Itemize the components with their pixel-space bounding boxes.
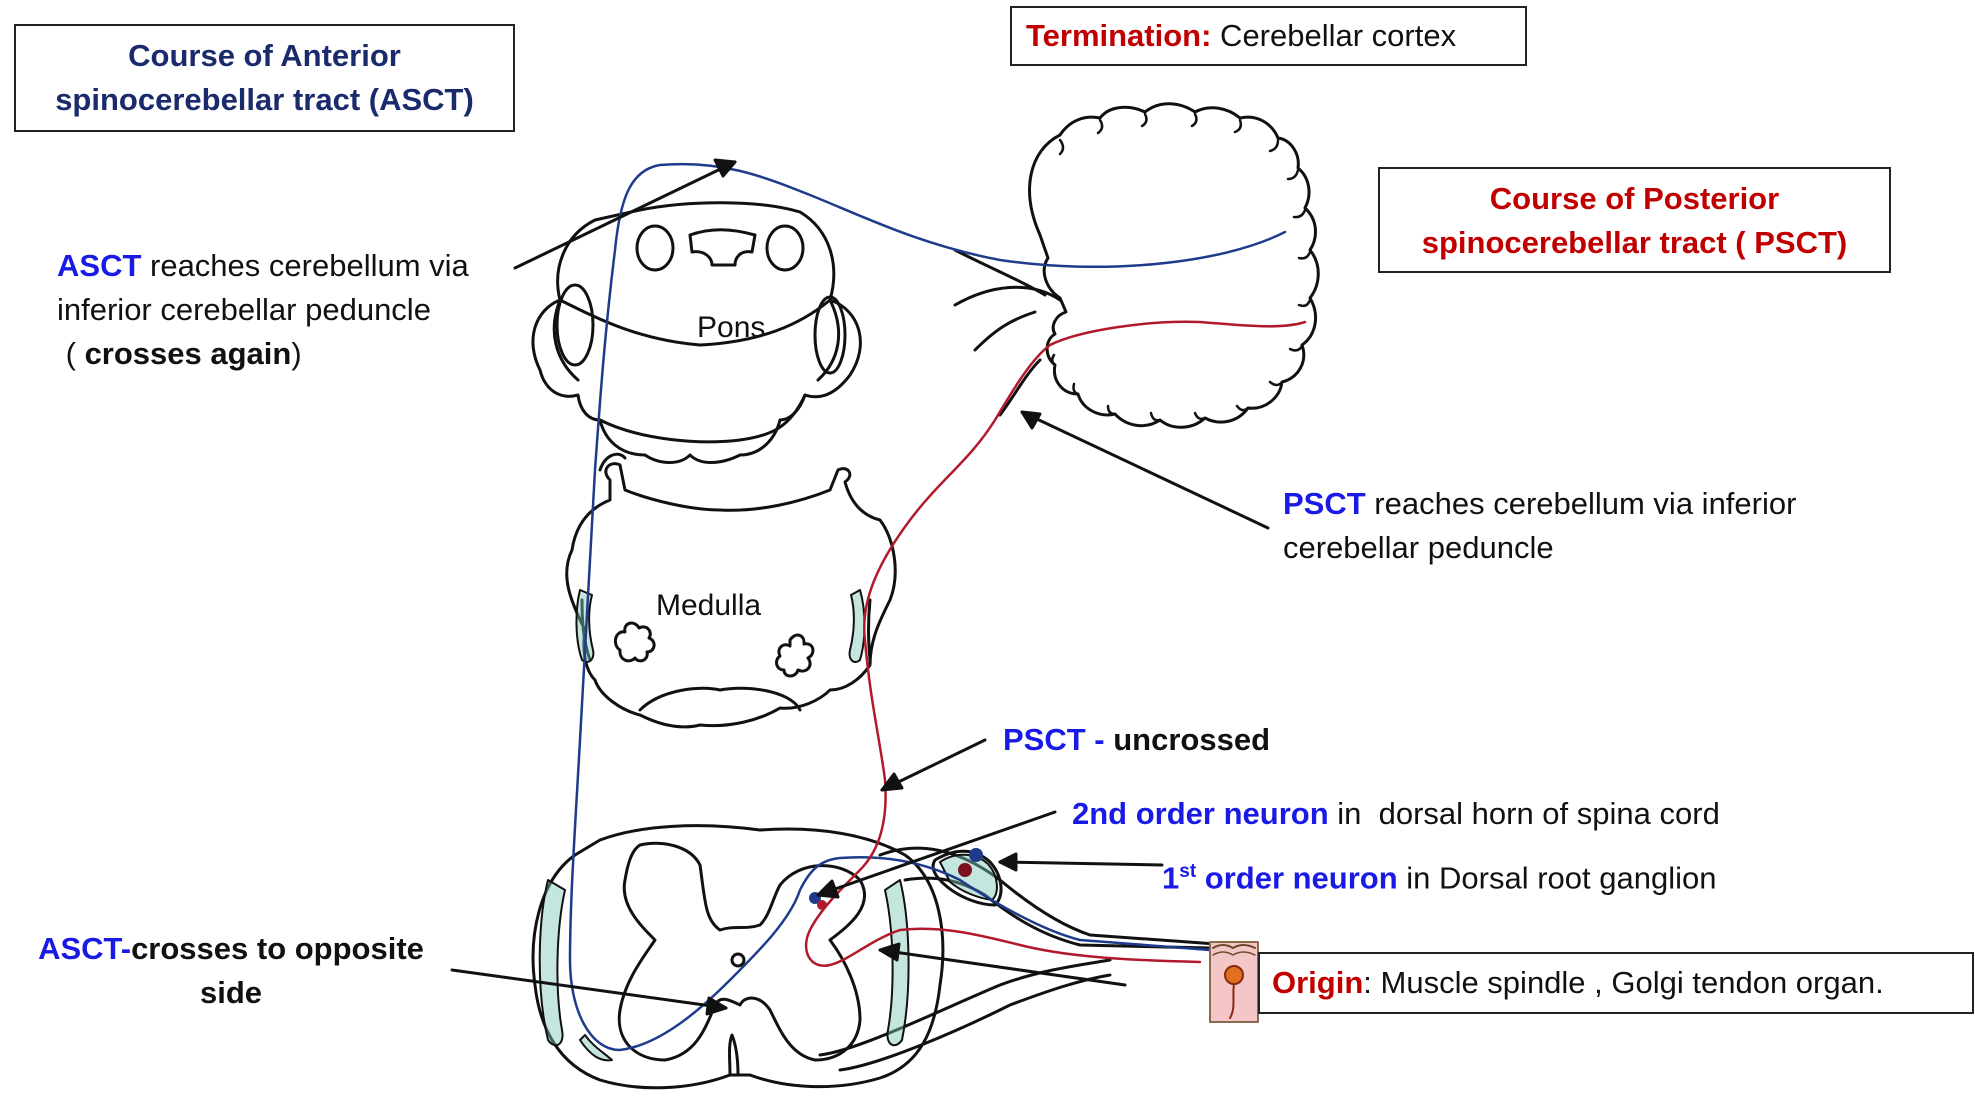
medulla-label: Medulla <box>656 589 762 622</box>
second-order-annotation: 2nd order neuron in dorsal horn of spina… <box>1072 792 1720 836</box>
asct-crosses-annotation: ASCT-crosses to opposite side <box>31 927 431 1015</box>
cerebellum <box>1028 102 1320 429</box>
asct-crosses-again: crosses again <box>84 336 292 371</box>
asct-reaches-annotation: ASCT reaches cerebellum via inferior cer… <box>57 244 469 376</box>
first-order-annotation: 1st order neuron in Dorsal root ganglion <box>1162 850 1716 900</box>
termination-box: Termination: Cerebellar cortex <box>1010 6 1527 66</box>
origin-box: Origin: Muscle spindle , Golgi tendon or… <box>1258 952 1974 1014</box>
pons-label: Pons <box>697 311 766 344</box>
asct-crosses-line1: crosses to opposite <box>131 931 424 966</box>
asct-reaches-open: ( <box>57 336 85 371</box>
asct-tract-line <box>568 162 1287 1052</box>
second-order-highlight: 2nd order neuron <box>1072 796 1329 831</box>
pons <box>531 201 862 464</box>
origin-key: Origin <box>1272 965 1364 1000</box>
asct-crosses-abbr: ASCT- <box>38 931 132 966</box>
asct-abbr: ASCT <box>57 248 142 283</box>
second-order-neuron-dot-red <box>817 900 827 910</box>
asct-course-box: Course of Anterior spinocerebellar tract… <box>14 24 515 132</box>
psct-reaches-line1: reaches cerebellum via inferior <box>1365 486 1797 521</box>
first-order-highlight: order neuron <box>1196 860 1398 896</box>
asct-crosses-line2: side <box>199 975 263 1010</box>
psct-tract-line <box>804 320 1307 968</box>
asct-course-line1: Course of Anterior <box>128 38 401 73</box>
psct-abbr: PSCT <box>1283 486 1366 521</box>
psct-reaches-line2: cerebellar peduncle <box>1283 530 1554 565</box>
psct-course-line1: Course of Posterior <box>1489 181 1780 216</box>
psct-uncrossed-text: uncrossed <box>1113 722 1271 757</box>
second-order-rest: in dorsal horn of spina cord <box>1328 796 1720 831</box>
first-order-neuron-dot <box>969 848 983 862</box>
termination-value: Cerebellar cortex <box>1211 18 1457 53</box>
psct-course-box: Course of Posterior spinocerebellar trac… <box>1378 167 1891 273</box>
pointer-arrows <box>450 158 1270 1016</box>
first-order-num: 1 <box>1162 860 1180 896</box>
asct-reaches-line1: reaches cerebellum via <box>141 248 469 283</box>
psct-uncrossed-abbr: PSCT - <box>1003 722 1114 757</box>
psct-course-line2: spinocerebellar tract ( PSCT) <box>1421 225 1848 260</box>
psct-reaches-annotation: PSCT reaches cerebellum via inferior cer… <box>1283 482 1796 570</box>
asct-course-line2: spinocerebellar tract (ASCT) <box>55 82 474 117</box>
first-order-neuron-dot-red <box>958 863 972 877</box>
asct-reaches-close: ) <box>291 336 302 371</box>
asct-reaches-line2: inferior cerebellar peduncle <box>57 292 431 327</box>
muscle-spindle-picture <box>1209 941 1259 1023</box>
origin-value: : Muscle spindle , Golgi tendon organ. <box>1363 965 1884 1000</box>
psct-uncrossed-annotation: PSCT - uncrossed <box>1003 718 1270 762</box>
first-order-rest: in Dorsal root ganglion <box>1397 860 1717 896</box>
first-order-sup: st <box>1179 861 1197 882</box>
termination-key: Termination: <box>1026 18 1212 53</box>
